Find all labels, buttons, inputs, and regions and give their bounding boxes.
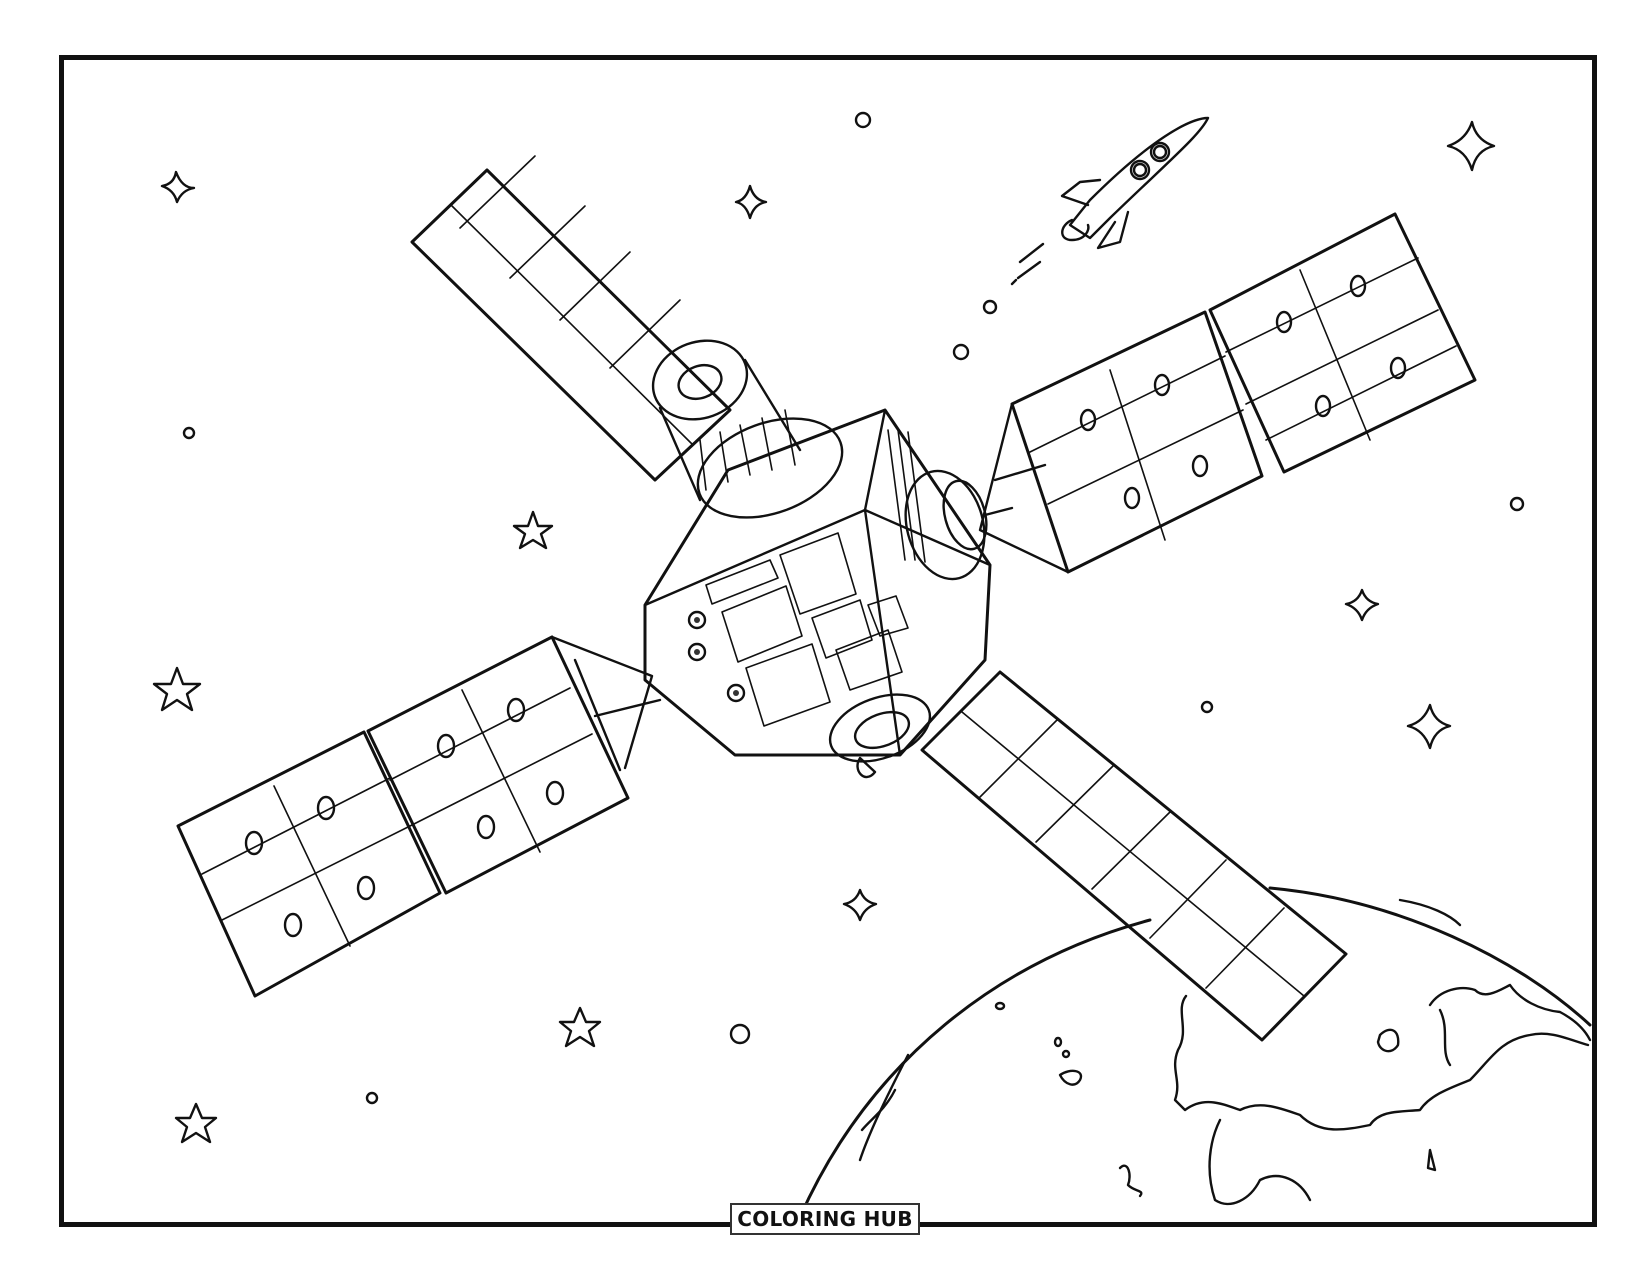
sparkle-star-icon — [1344, 588, 1380, 622]
circle-star-icon — [1200, 700, 1214, 714]
sparkle-star-icon — [1446, 120, 1496, 172]
star-icons — [152, 111, 1525, 1144]
sparkle-star-icon — [734, 184, 768, 220]
solar-panel-lower-left — [176, 635, 662, 998]
rocket-icon — [1010, 116, 1210, 286]
sparkle-star-icon — [842, 888, 878, 922]
five-point-star-icon — [558, 1006, 602, 1048]
solar-panel-upper-right — [978, 212, 1477, 574]
circle-star-icon — [982, 299, 998, 315]
circle-star-icon — [365, 1091, 379, 1105]
five-point-star-icon — [512, 510, 554, 550]
globe-icon — [798, 886, 1592, 1219]
solar-panel-lower-right — [920, 670, 1348, 1042]
sparkle-star-icon — [160, 170, 196, 204]
satellite-icon — [643, 339, 1014, 779]
circle-star-icon — [952, 343, 970, 361]
circle-star-icon — [854, 111, 872, 129]
five-point-star-icon — [174, 1102, 218, 1144]
sparkle-star-icon — [1406, 703, 1452, 750]
coloring-hub-logo: COLORING HUB — [730, 1203, 920, 1235]
circle-star-icon — [182, 426, 196, 440]
circle-star-icon — [729, 1023, 751, 1045]
solar-panel-upper-left — [410, 155, 732, 482]
circle-star-icon — [1509, 496, 1525, 512]
five-point-star-icon — [152, 666, 202, 712]
